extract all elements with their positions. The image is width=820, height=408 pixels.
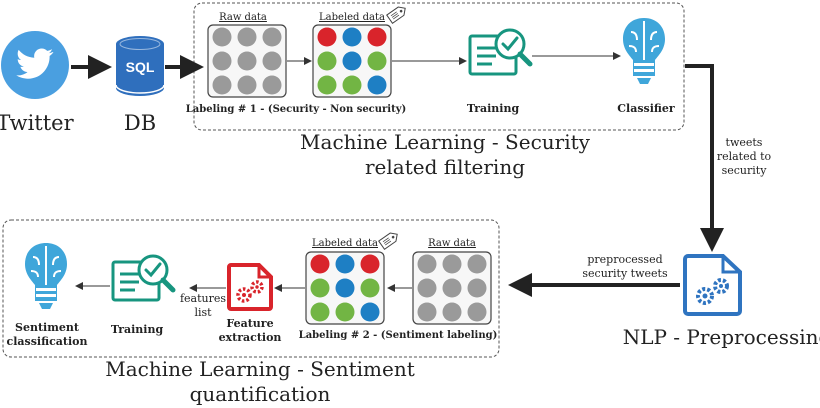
classifier-label: Classifier — [617, 102, 675, 115]
raw-data-dots-2 — [417, 254, 487, 322]
labeled-data-1-dot-green — [342, 75, 362, 95]
labeled-data-2-dot-green — [310, 302, 330, 322]
preprocessed-label-line1: preprocessed — [587, 253, 662, 266]
labeled-data-1-dot-green — [367, 51, 387, 71]
labeled-data-2-dot-green — [360, 278, 380, 298]
arrow-classifier-nlp — [685, 64, 724, 252]
labeled-data-1-dot-green — [317, 51, 337, 71]
db-label: DB — [124, 111, 156, 135]
labeled-data-1-dot-green — [317, 75, 337, 95]
raw-data-2-dot-gray — [442, 278, 462, 298]
raw-data-1-dot-gray — [262, 27, 282, 47]
pipeline2-title-line2: quantification — [190, 382, 331, 406]
training-label-2: Training — [111, 323, 164, 336]
labeled-data-2-dot-blue — [335, 254, 355, 274]
raw-data-1-dot-gray — [212, 27, 232, 47]
feature-extraction-icon — [227, 263, 273, 311]
sentiment-label-line2: classification — [7, 335, 88, 348]
raw-data-1-dot-gray — [237, 75, 257, 95]
labeled-data-2-dot-green — [310, 278, 330, 298]
pipeline1-title-line2: related filtering — [365, 155, 525, 179]
raw-data-2-dot-gray — [467, 254, 487, 274]
feature-label-line2: extraction — [219, 331, 282, 344]
labeled-data-dots-1 — [317, 27, 387, 95]
raw-data-1-dot-gray — [212, 51, 232, 71]
raw-data-1-dot-gray — [212, 75, 232, 95]
training-icon-2 — [111, 254, 176, 302]
raw-data-2-dot-gray — [417, 254, 437, 274]
labeled-data-2-dot-red — [310, 254, 330, 274]
feature-label-line1: Feature — [226, 317, 273, 330]
labeled-data-2-dot-red — [360, 254, 380, 274]
raw-data-1-dot-gray — [262, 75, 282, 95]
classifier-brain-icon — [623, 18, 665, 84]
preprocessed-label-line2: security tweets — [582, 267, 668, 280]
labeling-caption-1: Labeling # 1 - (Security - Non security) — [186, 104, 407, 115]
labeled-data-1-dot-blue — [342, 27, 362, 47]
tag-icon — [386, 6, 406, 24]
labeled-data-2-dot-green — [335, 302, 355, 322]
features-list-line2: list — [194, 306, 212, 319]
database-icon — [115, 36, 165, 96]
raw-data-2-dot-gray — [417, 302, 437, 322]
nlp-gears-icon — [683, 254, 742, 316]
sentiment-brain-icon — [25, 243, 67, 309]
raw-data-2-dot-gray — [467, 278, 487, 298]
labeling-caption-2: Labeling # 2 - (Sentiment labeling) — [299, 330, 498, 341]
raw-data-dots-1 — [212, 27, 282, 95]
raw-data-2-dot-gray — [442, 302, 462, 322]
nlp-label: NLP - Preprocessing — [623, 325, 820, 349]
labeled-data-1-dot-red — [367, 27, 387, 47]
raw-data-label-2: Raw data — [428, 238, 476, 249]
raw-data-label-1: Raw data — [219, 12, 267, 23]
raw-data-1-dot-gray — [237, 27, 257, 47]
pipeline2-box — [2, 219, 500, 358]
labeled-data-1-dot-blue — [342, 51, 362, 71]
labeled-data-1-dot-blue — [367, 75, 387, 95]
raw-data-1-dot-gray — [262, 51, 282, 71]
tweets-label-line3: security — [722, 164, 768, 177]
pipeline1-title-line1: Machine Learning - Security — [300, 130, 591, 154]
tag-icon-2 — [378, 232, 398, 250]
twitter-label: Twitter — [0, 111, 75, 135]
labeled-data-dots-2 — [310, 254, 380, 322]
labeled-data-label-2: Labeled data — [312, 238, 378, 249]
raw-data-2-dot-gray — [467, 302, 487, 322]
twitter-icon — [1, 31, 69, 99]
pipeline2-title-line1: Machine Learning - Sentiment — [105, 357, 415, 381]
raw-data-2-dot-gray — [417, 278, 437, 298]
tweets-label-line2: related to — [717, 150, 772, 163]
labeled-data-label-1: Labeled data — [319, 12, 385, 23]
tweets-label-line1: tweets — [726, 136, 763, 149]
training-label-1: Training — [467, 102, 520, 115]
raw-data-1-dot-gray — [237, 51, 257, 71]
labeled-data-2-dot-blue — [335, 278, 355, 298]
labeled-data-2-dot-blue — [360, 302, 380, 322]
labeled-data-1-dot-red — [317, 27, 337, 47]
raw-data-2-dot-gray — [442, 254, 462, 274]
training-icon-1 — [468, 28, 533, 76]
sentiment-label-line1: Sentiment — [15, 321, 80, 334]
features-list-line1: features — [180, 292, 226, 305]
db-sql-text: SQL — [126, 59, 155, 75]
